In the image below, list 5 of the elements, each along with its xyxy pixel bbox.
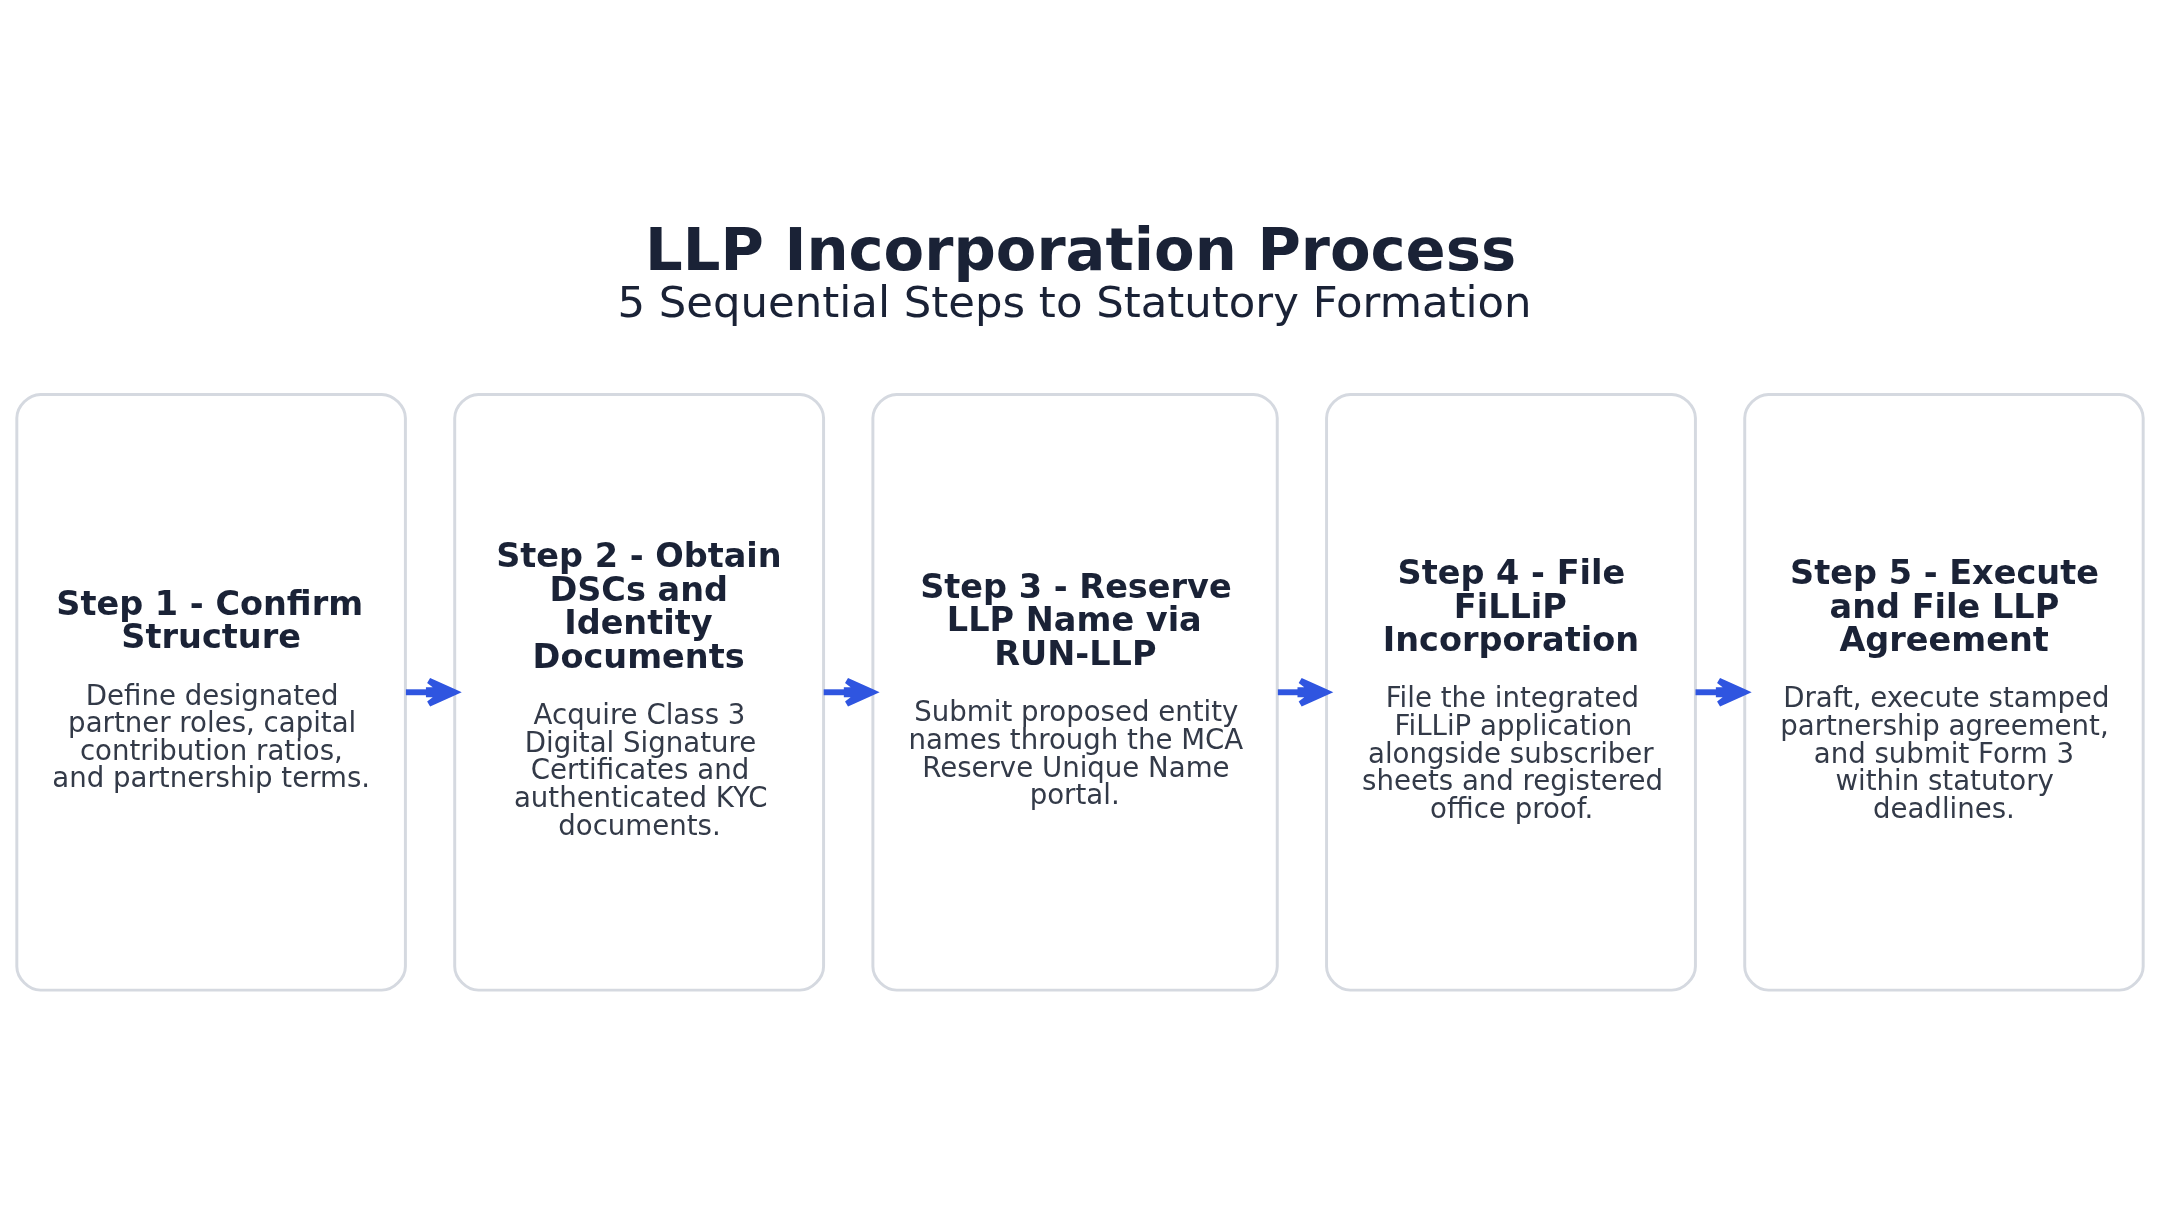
node-box: Step 3 - Reserve LLP Name via RUN-LLP Submit proposed entity names through the MCA Reserve Unique Name portal. bbox=[871, 392, 1279, 992]
node-box: Step 2 - Obtain DSCs and Identity Documents Acquire Class 3 Digital Signature Certificates and authenticated KYC documents. bbox=[453, 392, 826, 992]
node-box: Step 4 - File FiLLiP Incorporation File the integrated FiLLiP application alongside subscriber sheets and registered office proof. bbox=[1325, 392, 1697, 992]
node-box: Step 5 - Execute and File LLP Agreement Draft, execute stamped partnership agreement, and submit Form 3 within statutory deadlines. bbox=[1743, 392, 2145, 992]
node-box: Step 1 - Confirm Structure Define designated partner roles, capital contribution ratios, and partnership terms. bbox=[15, 392, 407, 992]
